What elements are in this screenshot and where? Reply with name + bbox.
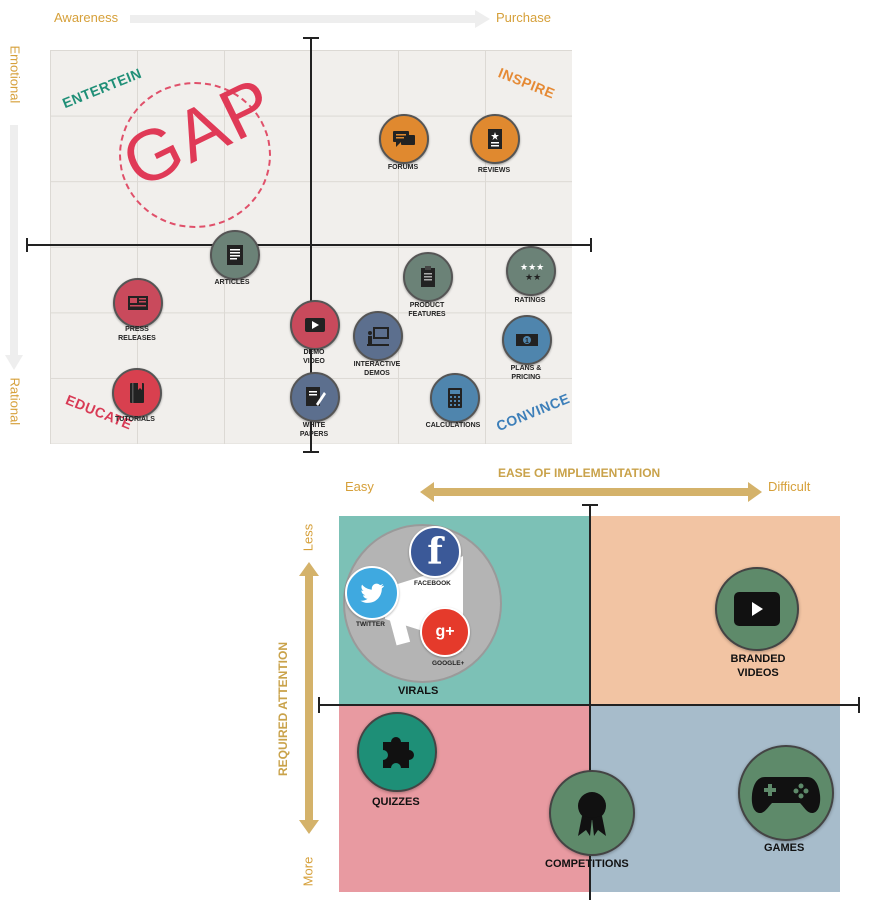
twitter-bird-icon [360,583,385,603]
quizzes-label: QUIZZES [372,796,420,808]
video-play-icon [305,318,325,332]
twitter-icon [345,566,399,620]
demo-video-label-1: DEMO [303,349,325,356]
awareness-label: Awareness [54,10,119,25]
stars-icon: ★★★★★ [520,262,544,282]
plans-pricing-label-1: PLANS & [510,365,542,372]
games-node [738,745,834,841]
difficult-label: Difficult [768,479,811,494]
branded-videos-label-1: BRANDED [730,653,786,665]
puzzle-piece-icon [383,737,414,768]
reviews-node [470,114,520,164]
product-features-label-2: FEATURES [408,311,446,318]
competitions-node [549,770,635,856]
svg-text:★★: ★★ [525,272,541,282]
purchase-label: Purchase [496,10,551,25]
white-papers-label-1: WHITE [302,422,326,429]
clipboard-icon [421,266,435,287]
presentation-icon [367,327,389,346]
articles-label: ARTICLES [214,279,250,286]
google-plus-label: GOOGLE+ [432,660,465,667]
press-releases-label-2: RELEASES [118,335,156,342]
articles-node [210,230,260,280]
article-icon [227,245,243,265]
reviews-label: REVIEWS [477,167,511,174]
interactive-demos-label-1: INTERACTIVE [353,361,401,368]
document-pen-icon [306,387,326,406]
required-attention-wrap: REQUIRED ATTENTION [273,630,293,790]
facebook-icon: f [409,526,461,578]
gamepad-icon [751,777,821,813]
newspaper-icon [128,296,148,310]
google-plus-icon: g+ [420,607,470,657]
awareness-purchase-arrow [130,10,490,28]
calculations-label: CALCULATIONS [425,422,481,429]
facebook-label: FACEBOOK [414,580,451,587]
interactive-demos-label-2: DEMOS [364,370,390,377]
competitions-label: COMPETITIONS [545,858,629,870]
ease-arrow [420,482,762,502]
chat-bubbles-icon [393,131,415,147]
calculations-node [430,373,480,423]
product-features-node [403,252,453,302]
branded-videos-node [715,567,799,651]
svg-text:★★★: ★★★ [520,262,544,272]
video-player-icon [734,592,780,626]
virals-label: VIRALS [398,685,439,697]
ratings-label: RATINGS [514,297,546,304]
ratings-node: ★★★★★ [506,246,556,296]
plans-pricing-label-2: PRICING [511,374,541,381]
money-bill-icon: 1 [516,334,538,346]
plans-pricing-node: 1 [502,315,552,365]
branded-videos-label: BRANDED VIDEOS [718,652,798,680]
document-star-icon [488,129,502,149]
emotional-rational-arrow [5,125,23,370]
demo-video-label-2: VIDEO [303,358,325,365]
white-papers-label: WHITE PAPERS [274,421,354,439]
demo-video-node [290,300,340,350]
press-releases-label: PRESS RELEASES [97,325,177,343]
branded-videos-label-2: VIDEOS [737,667,779,679]
press-releases-node [113,278,163,328]
tutorials-node [112,368,162,418]
required-attention-title: REQUIRED ATTENTION [276,642,290,776]
ease-title: EASE OF IMPLEMENTATION [498,466,661,480]
interactive-demos-node [353,311,403,361]
svg-text:1: 1 [525,338,529,345]
tutorials-label: TUTORIALS [115,416,155,423]
gap-circle [119,82,271,228]
book-icon [130,383,144,403]
attention-arrow [299,562,319,834]
easy-label: Easy [345,479,374,494]
press-releases-label-1: PRESS [125,326,149,333]
forums-label: FORUMS [387,164,419,171]
plans-pricing-label: PLANS & PRICING [486,364,566,382]
calculator-icon [448,388,462,408]
twitter-label: TWITTER [356,621,385,628]
white-papers-label-2: PAPERS [299,431,329,438]
white-papers-node [290,372,340,422]
product-features-label-1: PRODUCT [409,302,445,309]
games-label: GAMES [764,842,805,854]
demo-video-label: DEMO VIDEO [274,348,354,366]
forums-node [379,114,429,164]
quizzes-node [357,712,437,792]
product-features-label: PRODUCT FEATURES [387,301,467,319]
award-rosette-icon [578,792,606,836]
interactive-demos-label: INTERACTIVE DEMOS [337,360,417,378]
